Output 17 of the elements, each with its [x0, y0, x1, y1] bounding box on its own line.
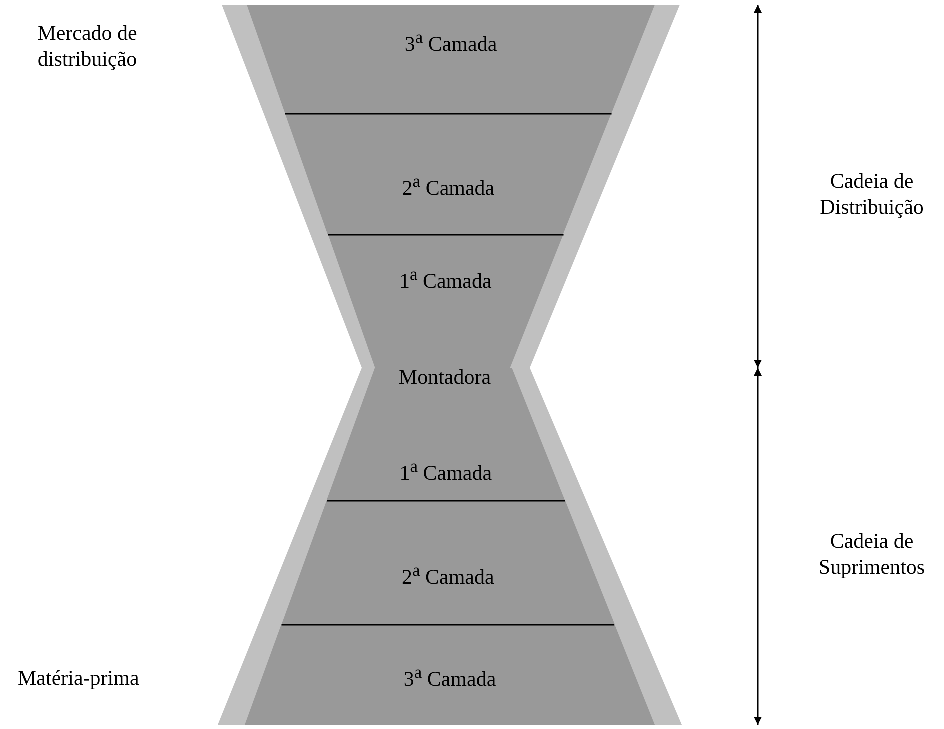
layer-label: 3$^{a}$ Camada [402, 662, 498, 692]
layer-band [326, 368, 565, 500]
layer-band [285, 113, 612, 234]
layer-band [245, 624, 655, 725]
stage-label: Montadora [398, 364, 492, 390]
layer-label: 1$^{a}$ Camada [398, 264, 493, 294]
layer-label: 2$^{a}$ Camada [401, 171, 496, 201]
layer-label: 3$^{a}$ Camada [404, 27, 498, 57]
range-label: Cadeia de Distribuição [819, 168, 925, 220]
stage-label: Mercado de distribuição [36, 20, 138, 72]
layer-label: 1$^{a}$ Camada [398, 456, 494, 486]
range-label: Cadeia de Suprimentos [818, 528, 926, 580]
stage-label: Matéria-prima [18, 665, 140, 691]
layer-label: 2$^{a}$ Camada [400, 560, 496, 590]
layer-band [282, 500, 615, 624]
layer-band [247, 5, 655, 113]
layer-band [328, 234, 564, 368]
